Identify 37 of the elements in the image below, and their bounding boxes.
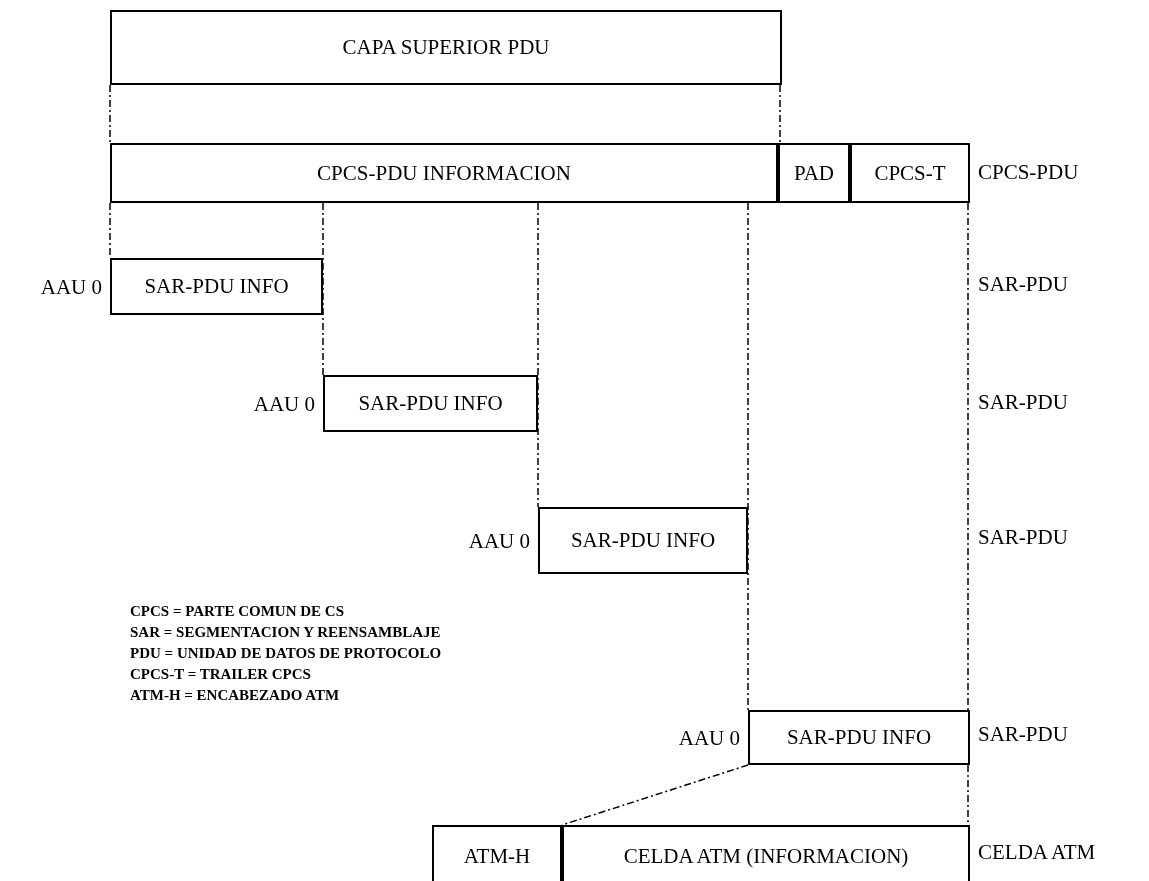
field-label: AAU 0 (253, 391, 315, 416)
legend-note: PDU = UNIDAD DE DATOS DE PROTOCOLO (130, 645, 442, 662)
legend-note: CPCS = PARTE COMUN DE CS (130, 603, 344, 620)
field-label: AAU 0 (678, 725, 740, 750)
legend-note: CPCS-T = TRAILER CPCS (130, 666, 311, 683)
segment-label: SAR-PDU INFO (570, 528, 716, 553)
legend-note: SAR = SEGMENTACION Y REENSAMBLAJE (130, 624, 441, 641)
row-label: CPCS-PDU (978, 160, 1079, 185)
segment-label: SAR-PDU INFO (144, 274, 289, 299)
projection-line (537, 202, 539, 508)
field-label: AAU 0 (40, 274, 102, 299)
segment-box (110, 143, 778, 203)
segment-box (850, 143, 970, 203)
segment-box (562, 825, 970, 881)
projection-line (967, 202, 969, 711)
segment-label: SAR-PDU INFO (786, 725, 932, 750)
projection-line (779, 84, 781, 144)
projection-line (747, 202, 749, 711)
field-label: AAU 0 (468, 528, 530, 553)
segment-label: CPCS-PDU INFORMACION (317, 160, 571, 186)
segment-box (778, 143, 850, 203)
projection-line (322, 202, 324, 376)
row-label: SAR-PDU (978, 272, 1068, 297)
legend-note: ATM-H = ENCABEZADO ATM (130, 687, 340, 704)
segment-label: CPCS-T (874, 160, 946, 186)
row-label: SAR-PDU (978, 525, 1068, 550)
projection-line (109, 84, 111, 144)
segment-label: ATM-H (463, 843, 531, 869)
row-label: CELDA ATM (978, 840, 1096, 865)
segment-label: SAR-PDU INFO (358, 391, 503, 416)
segment-label: CAPA SUPERIOR PDU (342, 35, 550, 60)
row-label: SAR-PDU (978, 390, 1068, 415)
segment-label: CELDA ATM (INFORMACION) (623, 843, 909, 869)
row-label: SAR-PDU (978, 722, 1068, 747)
header-box (432, 825, 562, 881)
segment-label: PAD (793, 160, 835, 186)
segment-box (110, 10, 782, 85)
